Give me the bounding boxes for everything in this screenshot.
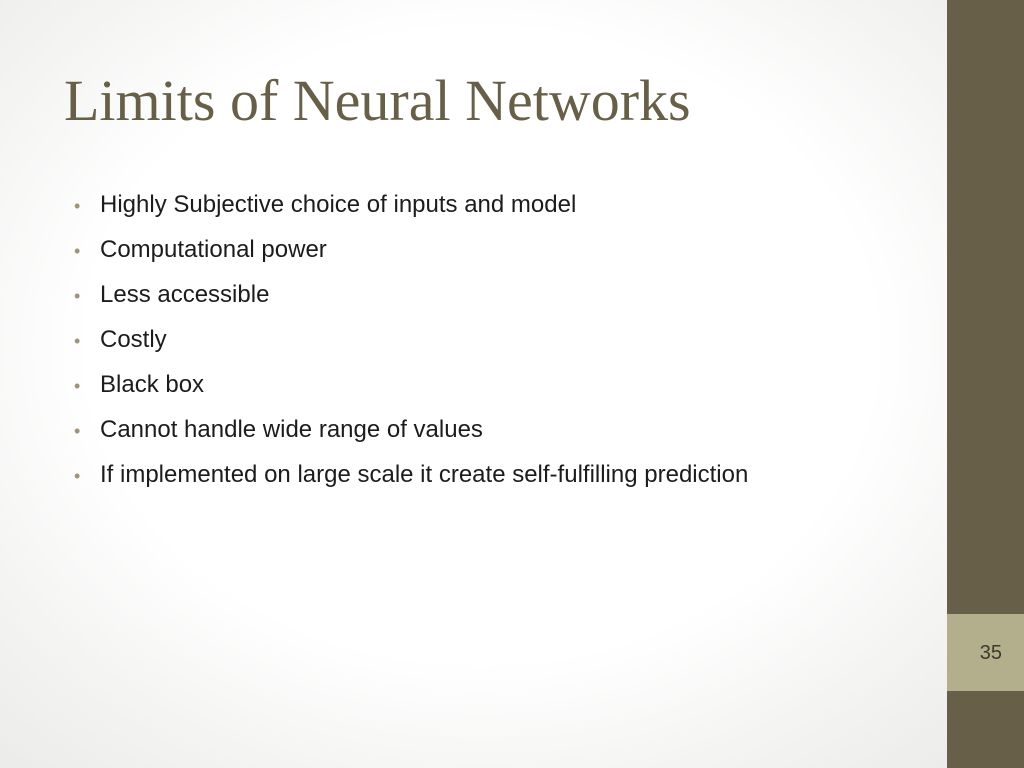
bullet-text: Cannot handle wide range of values	[100, 416, 483, 443]
bullet-dot-icon: •	[74, 376, 81, 396]
bullet-text: Highly Subjective choice of inputs and m…	[100, 191, 577, 218]
bullet-text: Computational power	[100, 236, 327, 263]
bullet-item: • Highly Subjective choice of inputs and …	[74, 182, 934, 227]
page-number-box: 35	[947, 614, 1024, 691]
bullet-list: • Highly Subjective choice of inputs and …	[74, 182, 934, 497]
bullet-item: • Cannot handle wide range of values	[74, 407, 934, 452]
bullet-item: • If implemented on large scale it create…	[74, 452, 934, 497]
bullet-dot-icon: •	[74, 331, 81, 351]
bullet-text: Less accessible	[100, 281, 270, 308]
bullet-item: • Costly	[74, 317, 934, 362]
bullet-dot-icon: •	[74, 286, 81, 306]
slide-title: Limits of Neural Networks	[64, 68, 691, 133]
bullet-text: Black box	[100, 371, 205, 398]
page-number: 35	[979, 642, 1002, 664]
bullet-dot-icon: •	[74, 466, 81, 486]
bullet-dot-icon: •	[74, 196, 81, 216]
bullet-item: • Black box	[74, 362, 934, 407]
bullet-dot-icon: •	[74, 241, 81, 261]
bullet-item: • Less accessible	[74, 272, 934, 317]
bullet-text: Costly	[100, 326, 167, 353]
bullet-item: • Computational power	[74, 227, 934, 272]
bullet-dot-icon: •	[74, 421, 81, 441]
bullet-text: If implemented on large scale it create …	[100, 461, 749, 488]
